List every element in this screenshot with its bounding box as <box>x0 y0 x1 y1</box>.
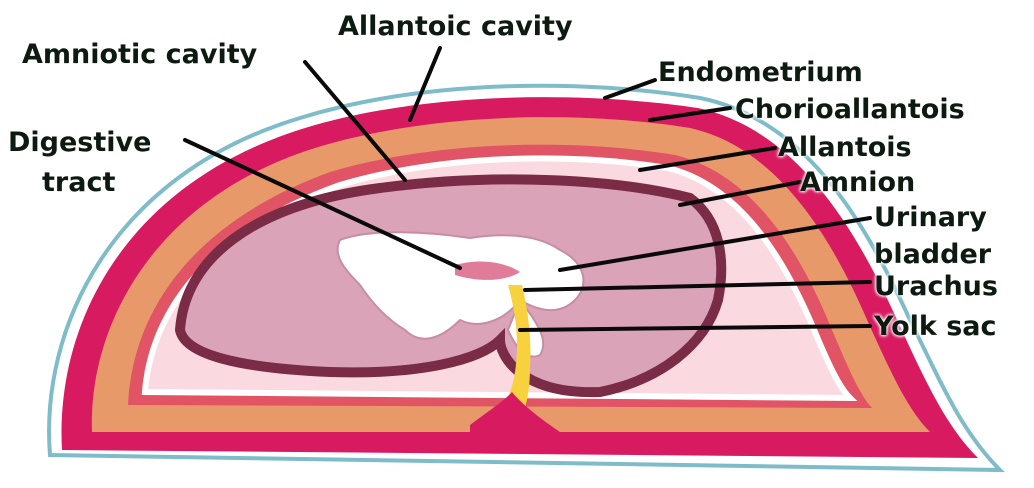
label-yolk-sac: Yolk sac <box>874 312 997 342</box>
label-endometrium: Endometrium <box>658 58 863 88</box>
label-allantois: Allantois <box>778 133 912 163</box>
label-urinary-line1: Urinary <box>874 203 987 233</box>
label-urinary-line2: bladder <box>874 240 991 270</box>
label-digestive-line1: Digestive <box>8 128 151 158</box>
label-allantoic-cavity: Allantoic cavity <box>338 12 573 42</box>
label-amnion: Amnion <box>800 168 915 198</box>
label-chorioallantois: Chorioallantois <box>735 95 965 125</box>
label-digestive-line2: tract <box>42 168 115 198</box>
label-urachus: Urachus <box>874 272 998 302</box>
label-amniotic-cavity: Amniotic cavity <box>22 40 257 70</box>
